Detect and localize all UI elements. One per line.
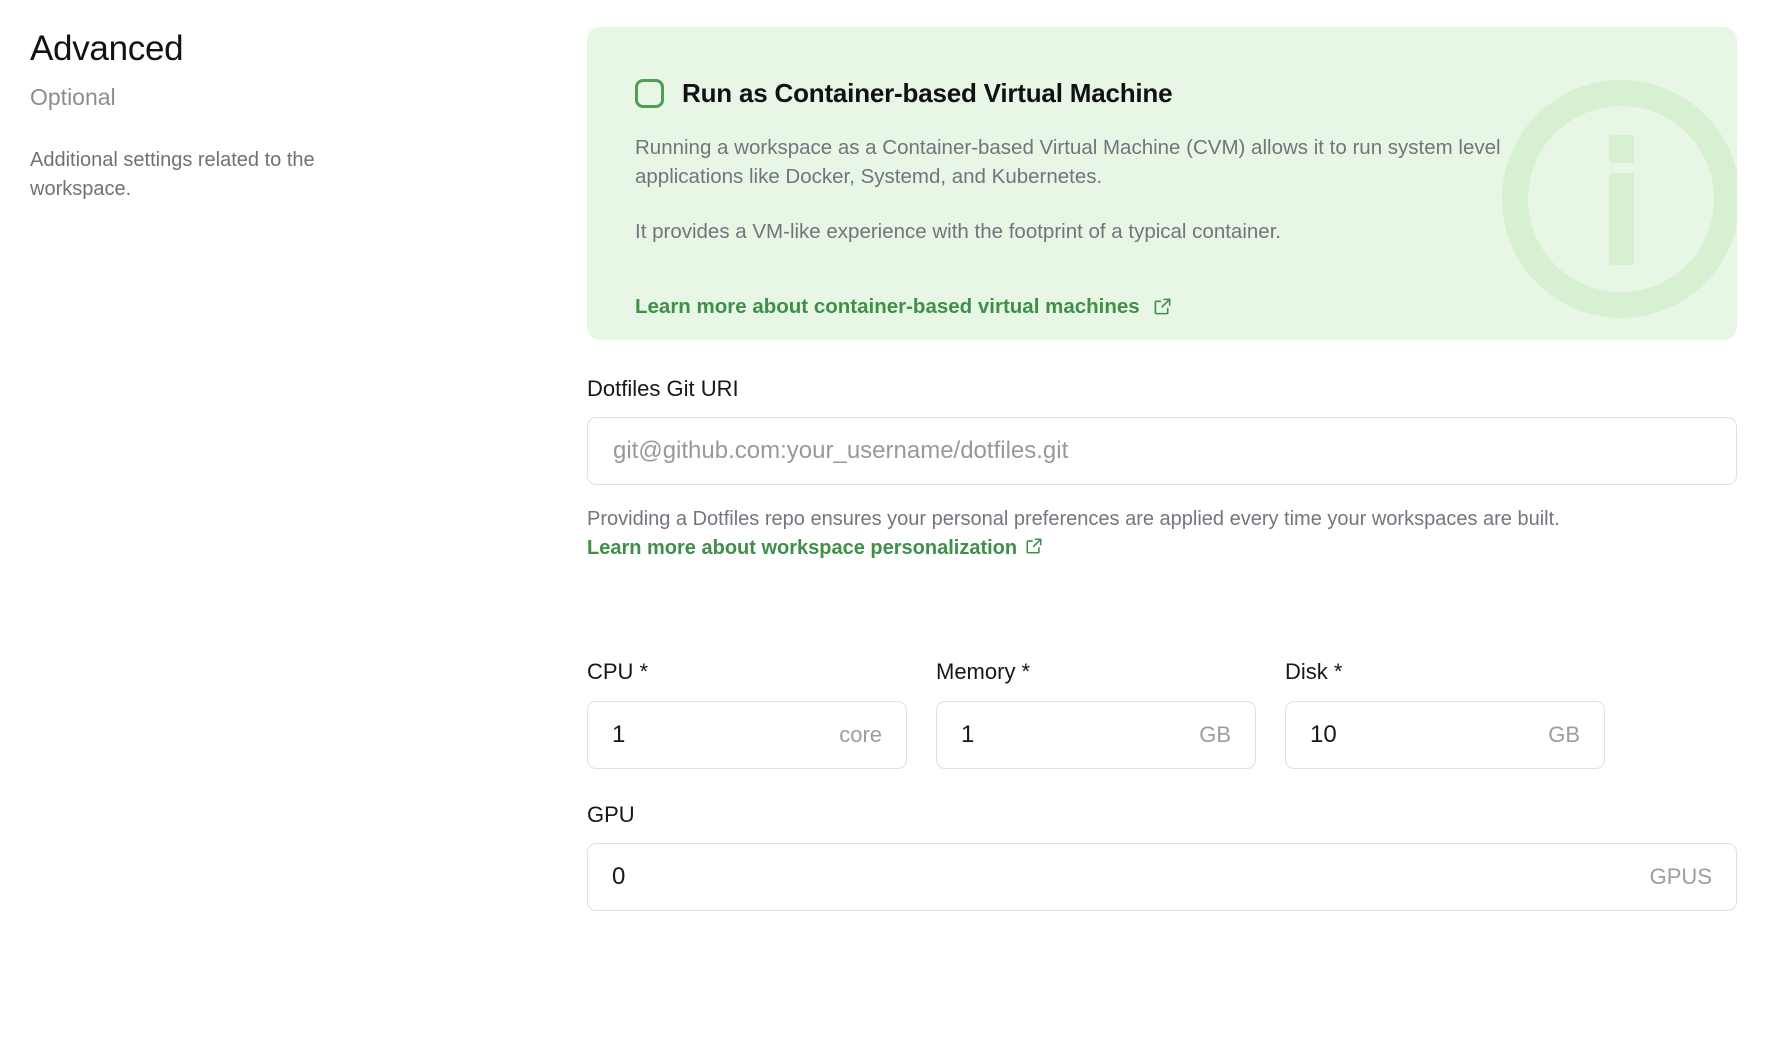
section-optional-label: Optional xyxy=(30,84,116,110)
memory-input[interactable]: 1 GB xyxy=(936,700,1256,769)
dotfiles-helper-prefix: Providing a Dotfiles repo ensures your p… xyxy=(587,508,1560,531)
dotfiles-helper-text: Providing a Dotfiles repo ensures your p… xyxy=(587,505,1587,563)
cvm-description-paragraph-1: Running a workspace as a Container-based… xyxy=(635,135,1501,188)
external-link-icon xyxy=(1153,297,1172,316)
dotfiles-learn-more-label: Learn more about workspace personalizati… xyxy=(587,537,1018,560)
gpu-value: 0 xyxy=(612,863,626,891)
section-description-column: Advanced Optional Additional settings re… xyxy=(30,28,430,204)
dotfiles-input-placeholder: git@github.com:your_username/dotfiles.gi… xyxy=(613,437,1069,465)
gpu-unit: GPUS xyxy=(1649,864,1712,890)
gpu-label: GPU xyxy=(587,801,635,827)
disk-input[interactable]: 10 GB xyxy=(1285,700,1605,769)
dotfiles-field-block: Dotfiles Git URI git@github.com:your_use… xyxy=(587,376,1737,563)
section-description-text: Additional settings related to the works… xyxy=(30,148,315,200)
memory-unit: GB xyxy=(1199,721,1231,747)
dotfiles-input[interactable]: git@github.com:your_username/dotfiles.gi… xyxy=(587,417,1737,486)
cvm-learn-more-label: Learn more about container-based virtual… xyxy=(635,294,1140,318)
cvm-checkbox[interactable] xyxy=(635,79,664,109)
settings-form-column: Run as Container-based Virtual Machine R… xyxy=(587,0,1737,912)
dotfiles-learn-more-link[interactable]: Learn more about workspace personalizati… xyxy=(587,537,1017,559)
cvm-learn-more-link[interactable]: Learn more about container-based virtual… xyxy=(635,295,1172,319)
dotfiles-label: Dotfiles Git URI xyxy=(587,376,739,401)
cvm-description-paragraph-2: It provides a VM-like experience with th… xyxy=(635,220,1282,244)
cpu-value: 1 xyxy=(612,720,626,748)
gpu-input[interactable]: 0 GPUS xyxy=(587,843,1737,912)
memory-label: Memory * xyxy=(936,659,1031,685)
disk-value: 10 xyxy=(1310,720,1337,748)
memory-field-block: Memory * 1 GB xyxy=(936,659,1256,769)
cvm-callout: Run as Container-based Virtual Machine R… xyxy=(587,27,1737,340)
cpu-field-block: CPU * 1 core xyxy=(587,659,907,769)
page-title: Advanced xyxy=(30,29,184,68)
memory-value: 1 xyxy=(961,720,975,748)
disk-label: Disk * xyxy=(1285,659,1343,685)
cvm-checkbox-label: Run as Container-based Virtual Machine xyxy=(682,78,1173,108)
resources-row: CPU * 1 core Memory * 1 GB Disk * 10 GB xyxy=(587,659,1737,769)
external-link-icon xyxy=(1025,537,1044,556)
disk-unit: GB xyxy=(1548,721,1580,747)
cpu-unit: core xyxy=(839,721,882,747)
cpu-label: CPU * xyxy=(587,659,649,685)
info-icon xyxy=(1497,75,1737,323)
gpu-field-block: GPU 0 GPUS xyxy=(587,801,1737,912)
cvm-checkbox-row[interactable]: Run as Container-based Virtual Machine xyxy=(635,78,1681,109)
disk-field-block: Disk * 10 GB xyxy=(1285,659,1605,769)
cpu-input[interactable]: 1 core xyxy=(587,700,907,769)
